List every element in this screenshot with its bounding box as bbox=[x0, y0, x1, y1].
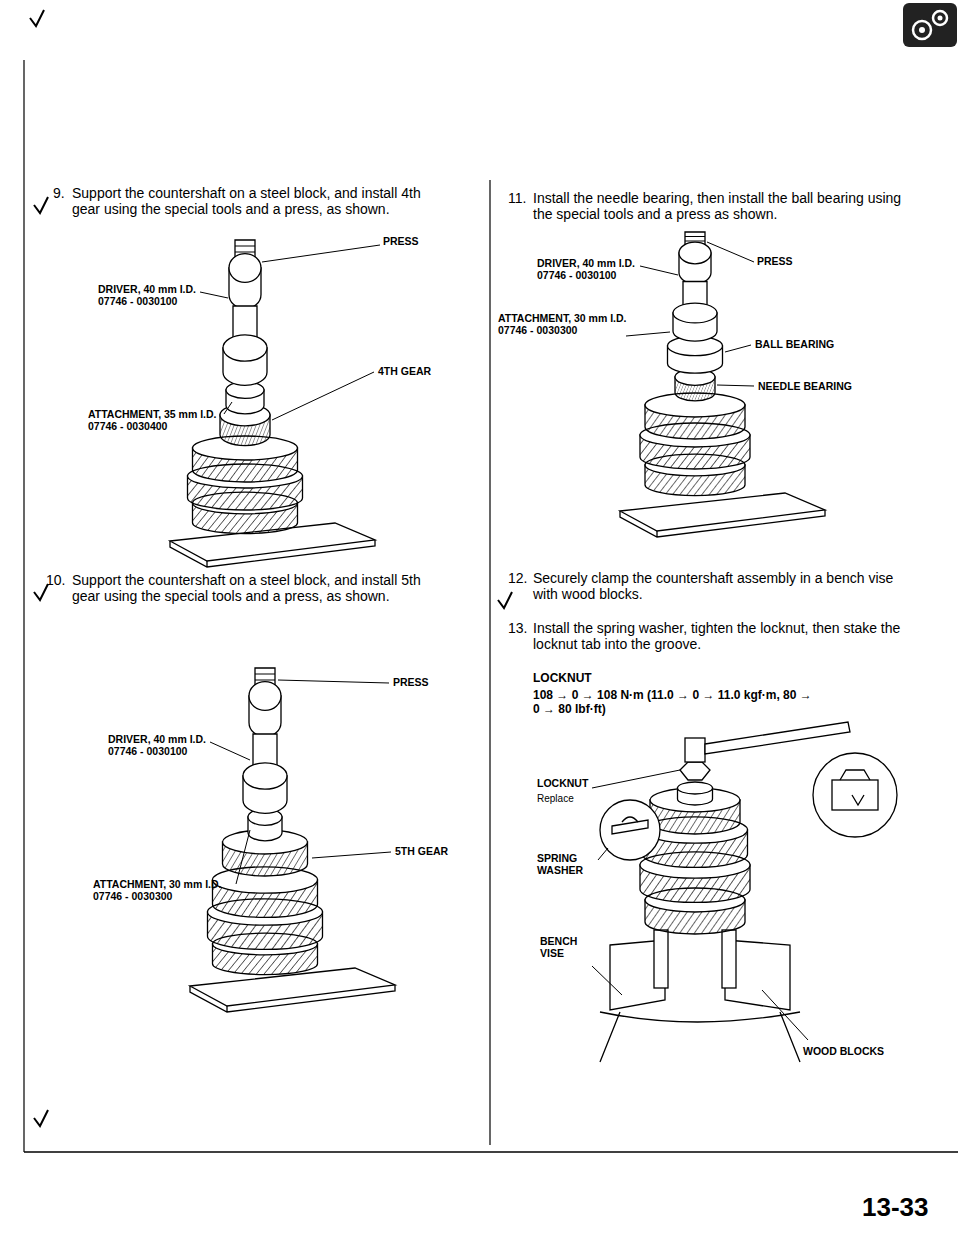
callout-label: PRESS bbox=[383, 235, 419, 247]
step-text: Securely clamp the countershaft assembly… bbox=[533, 570, 905, 602]
part-label: BALL BEARING bbox=[755, 338, 834, 350]
part-label: SPRING WASHER bbox=[537, 852, 597, 876]
page-number: 13-33 bbox=[862, 1193, 929, 1223]
part-label: 4TH GEAR bbox=[378, 365, 431, 377]
step-number: 10. bbox=[46, 572, 65, 588]
callout-label: PRESS bbox=[393, 676, 429, 688]
tool-label: DRIVER, 40 mm I.D. 07746 - 0030100 bbox=[537, 257, 657, 281]
step-number: 12. bbox=[508, 570, 527, 586]
part-label: NEEDLE BEARING bbox=[758, 380, 852, 392]
step-text: Support the countershaft on a steel bloc… bbox=[72, 572, 444, 604]
tool-label: DRIVER, 40 mm I.D. 07746 - 0030100 bbox=[108, 733, 228, 757]
step-text: Support the countershaft on a steel bloc… bbox=[72, 185, 444, 217]
callout-label: PRESS bbox=[757, 255, 793, 267]
part-label: LOCKNUT bbox=[537, 777, 588, 789]
tool-label: ATTACHMENT, 30 mm I.D. 07746 - 0030300 bbox=[93, 878, 233, 902]
step-number: 11. bbox=[508, 190, 526, 206]
part-label: 5TH GEAR bbox=[395, 845, 448, 857]
step-number: 13. bbox=[508, 620, 527, 636]
part-label: WOOD BLOCKS bbox=[803, 1045, 884, 1057]
tool-label: DRIVER, 40 mm I.D. 07746 - 0030100 bbox=[98, 283, 218, 307]
tool-label: ATTACHMENT, 35 mm I.D. 07746 - 0030400 bbox=[88, 408, 228, 432]
part-label: BENCH VISE bbox=[540, 935, 590, 959]
note-label: Replace bbox=[537, 793, 574, 805]
tool-label: ATTACHMENT, 30 mm I.D. 07746 - 0030300 bbox=[498, 312, 638, 336]
torque-spec: 108 → 0 → 108 N·m (11.0 → 0 → 11.0 kgf·m… bbox=[533, 689, 818, 717]
step-text: Install the needle bearing, then install… bbox=[533, 190, 905, 222]
step-text: Install the spring washer, tighten the l… bbox=[533, 620, 905, 652]
step-number: 9. bbox=[53, 185, 65, 201]
spec-heading: LOCKNUT bbox=[533, 672, 592, 686]
